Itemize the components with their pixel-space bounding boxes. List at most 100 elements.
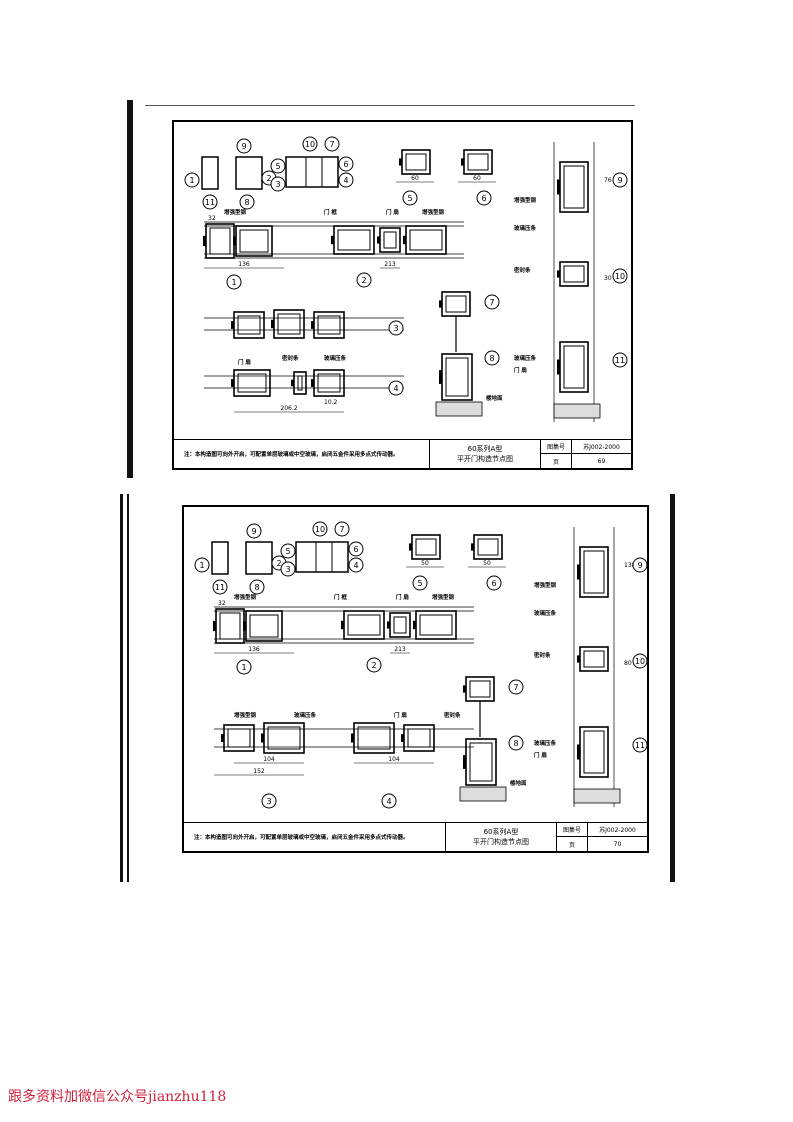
part-label: 门 扇 <box>238 358 251 366</box>
callout-circle <box>226 274 242 290</box>
callout-circle <box>236 138 252 154</box>
callout-circle <box>212 579 228 595</box>
reinforcing-steel <box>409 229 443 251</box>
callout-number: 7 <box>489 298 494 307</box>
dimension-text: 213 <box>394 646 406 653</box>
callout-circle <box>249 579 265 595</box>
reinforcing-steel <box>583 550 605 594</box>
callout-number: 7 <box>329 140 334 149</box>
seal-strip <box>311 321 314 329</box>
reinforcing-steel <box>277 313 301 335</box>
scan-edge <box>145 105 635 106</box>
part-label: 密封条 <box>444 711 461 719</box>
dimension-text: 213 <box>384 261 396 268</box>
scan-edge <box>127 100 133 478</box>
atlas-label: 图集号 <box>541 440 571 454</box>
callout-circle <box>184 172 200 188</box>
callout-number: 9 <box>637 561 642 570</box>
seal-strip <box>413 620 416 630</box>
seal-strip <box>243 621 246 631</box>
seal-strip <box>403 235 406 245</box>
reinforcing-steel <box>467 153 489 171</box>
callout-circle <box>388 380 404 396</box>
title-meta: 图集号 苏J002-2000 页 69 <box>540 440 631 468</box>
callout-circle <box>239 194 255 210</box>
callout-circle <box>356 272 372 288</box>
reinforcing-steel <box>347 614 381 636</box>
dimension-text: 50 <box>483 560 491 567</box>
callout-circle <box>302 136 318 152</box>
dimension-text: 136 <box>238 261 250 268</box>
callout-number: 3 <box>285 565 290 574</box>
title-block: 注：本构造图可向外开启，可配置单层玻璃或中空玻璃，启闭五金件采用多点式传动器。 … <box>184 822 647 851</box>
callout-number: 4 <box>393 384 398 393</box>
callout-circle <box>338 172 354 188</box>
reinforcing-steel <box>563 165 585 209</box>
callout-circle <box>508 679 524 695</box>
callout-number: 11 <box>615 356 625 365</box>
reinforcing-steel <box>239 229 269 253</box>
title-line: 平开门构造节点图 <box>457 455 513 463</box>
callout-circle <box>366 657 382 673</box>
page-number: 69 <box>571 454 631 468</box>
seal-strip <box>409 543 412 551</box>
callout-circle <box>334 521 350 537</box>
seal-strip <box>577 655 580 663</box>
seal-strip <box>213 620 216 632</box>
callout-number: 8 <box>254 583 259 592</box>
seal-strip <box>557 179 560 195</box>
floor-slab <box>459 786 507 802</box>
reinforcing-steel <box>415 538 437 556</box>
door-elevation <box>201 156 219 190</box>
dimension-text: 50 <box>421 560 429 567</box>
drawing-title: 60系列A型 平开门构造节点图 <box>445 823 556 851</box>
reinforcing-steel <box>267 726 301 750</box>
seal-strip <box>311 379 314 387</box>
reinforcing-steel <box>407 728 431 748</box>
callout-number: 2 <box>361 276 366 285</box>
drawing-title: 60系列A型 平开门构造节点图 <box>429 440 540 468</box>
callout-number: 2 <box>266 174 271 183</box>
seal-strip <box>439 370 442 384</box>
title-block: 注：本构造图可向外开启，可配置单层玻璃或中空玻璃，启闭五金件采用多点式传动器。 … <box>174 439 631 468</box>
seal-strip <box>577 744 580 760</box>
reinforcing-steel <box>317 373 341 393</box>
reinforcing-steel <box>357 726 391 750</box>
part-label: 玻璃压条 <box>324 354 347 362</box>
callout-circle <box>324 136 340 152</box>
callout-number: 8 <box>489 354 494 363</box>
title-meta: 图集号 苏J002-2000 页 70 <box>556 823 647 851</box>
callout-number: 2 <box>276 559 281 568</box>
callout-number: 7 <box>339 525 344 534</box>
callout-circle <box>476 190 492 206</box>
atlas-number: 苏J002-2000 <box>571 440 631 454</box>
callout-circle <box>236 659 252 675</box>
dimension-text: 32 <box>208 215 216 222</box>
callout-circle <box>280 561 296 577</box>
part-label: 密封条 <box>282 354 299 362</box>
reinforcing-steel <box>477 538 499 556</box>
callout-circle <box>202 194 218 210</box>
callout-circle <box>246 523 262 539</box>
dimension-text: 138 <box>624 562 636 569</box>
reinforcing-steel <box>583 730 605 774</box>
part-label: 增强型钢 <box>234 593 257 601</box>
scan-edge <box>127 494 129 882</box>
callout-number: 6 <box>353 545 358 554</box>
callout-number: 9 <box>617 176 622 185</box>
part-label: 玻璃压条 <box>534 609 557 617</box>
reinforcing-steel <box>249 614 279 638</box>
atlas-label: 图集号 <box>557 823 587 837</box>
atlas-number: 苏J002-2000 <box>587 823 647 837</box>
dimension-text: 30 <box>604 275 612 282</box>
dimension-text: 136 <box>248 646 260 653</box>
callout-circle <box>412 575 428 591</box>
part-label: 密封条 <box>534 651 551 659</box>
callout-circle <box>280 543 296 559</box>
callout-number: 11 <box>205 198 215 207</box>
callout-number: 8 <box>244 198 249 207</box>
reinforcing-steel <box>317 315 341 335</box>
callout-number: 1 <box>199 561 204 570</box>
